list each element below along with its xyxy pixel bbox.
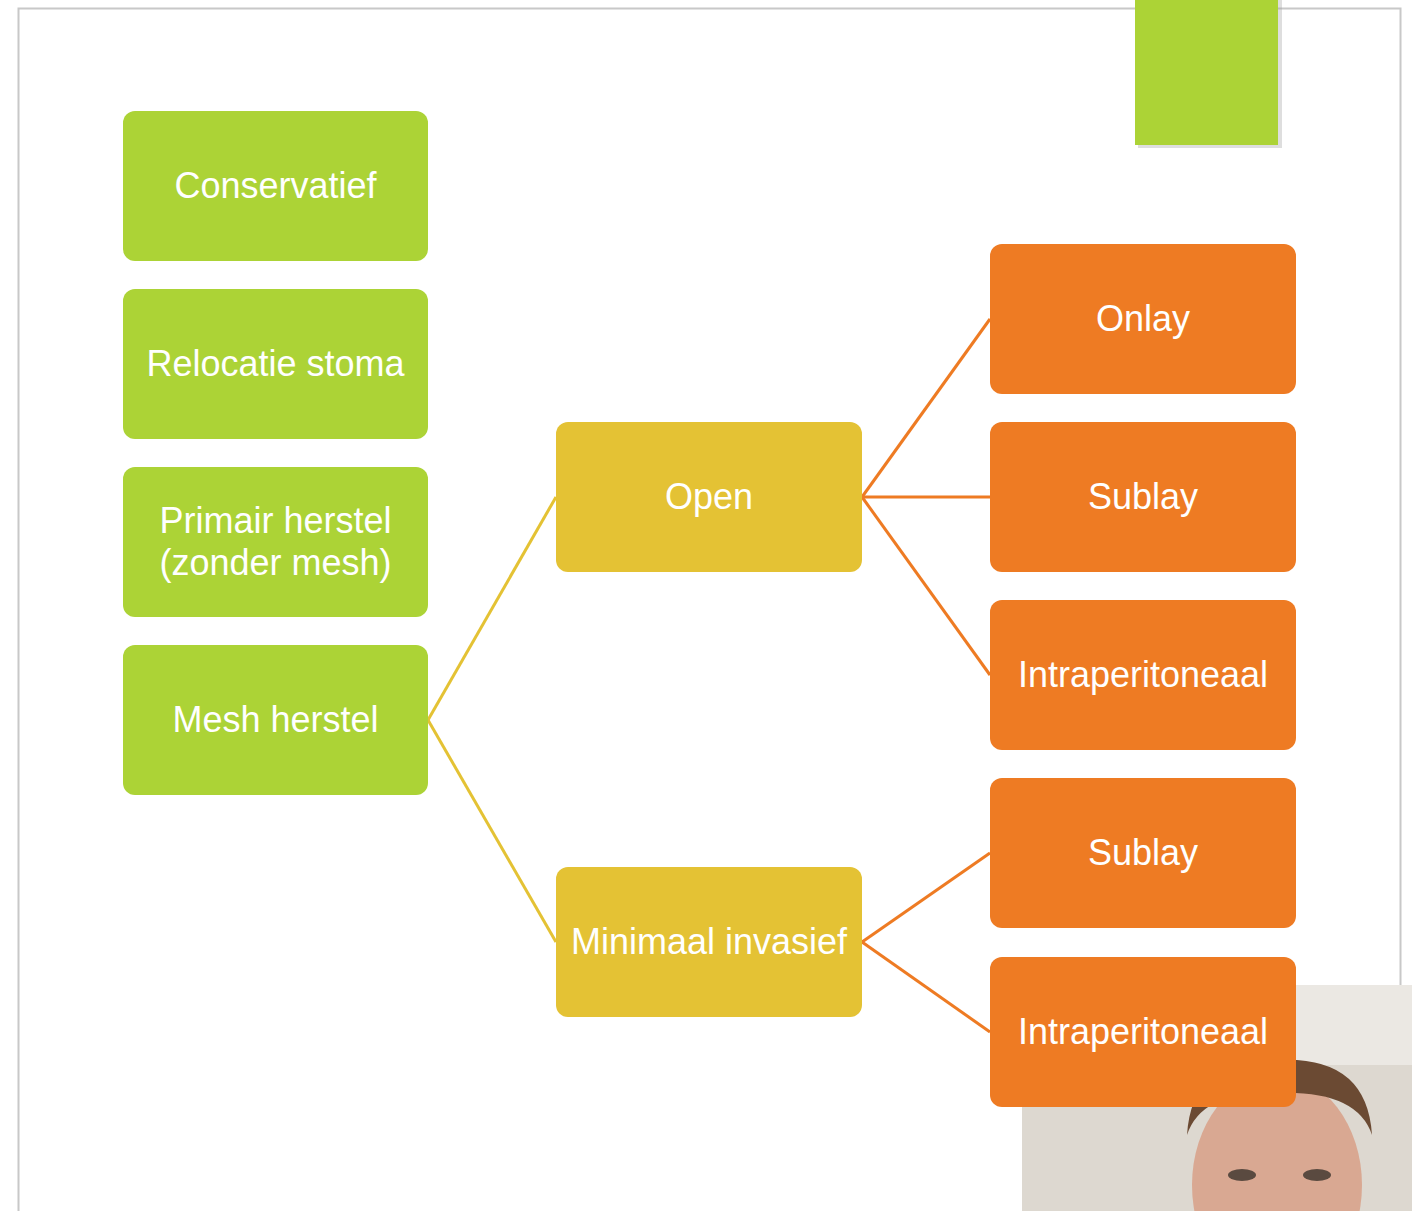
branch-line xyxy=(862,496,990,499)
box-label: Minimaal invasief xyxy=(571,921,847,963)
mesh-position-box: Sublay xyxy=(990,778,1296,928)
mesh-position-box: Onlay xyxy=(990,244,1296,394)
option-box: Primair herstel (zonder mesh) xyxy=(123,467,428,617)
box-label: Onlay xyxy=(1096,298,1190,340)
branch-line xyxy=(862,497,990,675)
box-label: Conservatief xyxy=(174,165,376,207)
box-label: Sublay xyxy=(1088,832,1198,874)
branch-line xyxy=(862,942,990,1032)
box-label: Open xyxy=(665,476,753,518)
option-box: Relocatie stoma xyxy=(123,289,428,439)
approach-box: Open xyxy=(556,422,862,572)
branch-line xyxy=(428,720,556,942)
box-label: Intraperitoneaal xyxy=(1018,654,1268,696)
webcam-eye xyxy=(1303,1169,1331,1181)
mesh-position-box: Sublay xyxy=(990,422,1296,572)
branch-line xyxy=(862,319,990,497)
box-label: Intraperitoneaal xyxy=(1018,1011,1268,1053)
mesh-position-box: Intraperitoneaal xyxy=(990,600,1296,750)
slide-border xyxy=(19,9,1401,1211)
webcam-eye xyxy=(1228,1169,1256,1181)
branch-line xyxy=(428,497,556,720)
box-label: Primair herstel (zonder mesh) xyxy=(131,500,420,584)
box-label: Relocatie stoma xyxy=(146,343,404,385)
option-box: Conservatief xyxy=(123,111,428,261)
box-label: Mesh herstel xyxy=(172,699,378,741)
approach-box: Minimaal invasief xyxy=(556,867,862,1017)
option-box: Mesh herstel xyxy=(123,645,428,795)
branch-line xyxy=(862,853,990,942)
mesh-position-box: Intraperitoneaal xyxy=(990,957,1296,1107)
box-label: Sublay xyxy=(1088,476,1198,518)
corner-tab xyxy=(1135,0,1278,145)
